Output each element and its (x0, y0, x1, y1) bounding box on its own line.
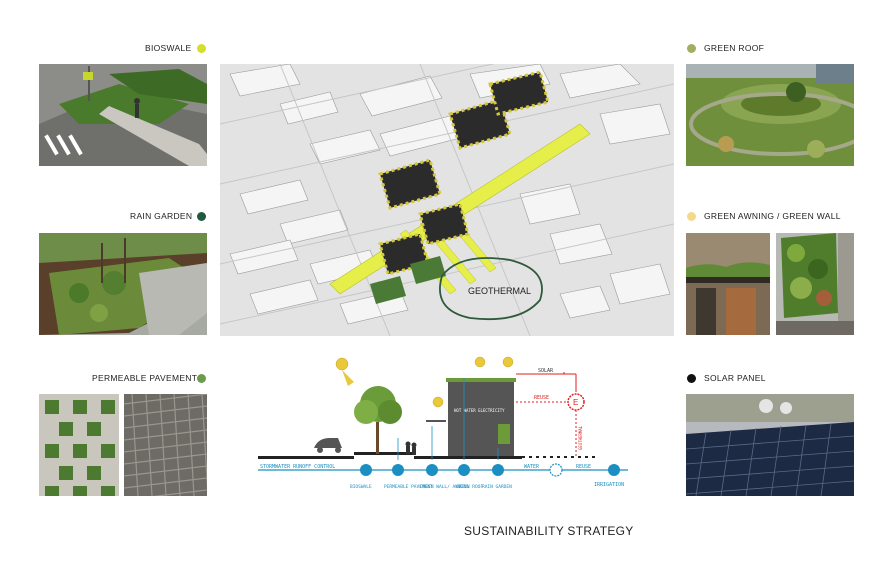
green-awning-dot (687, 212, 696, 221)
permeable-pavement-dot (197, 374, 206, 383)
solar-panel-label: SOLAR PANEL (704, 373, 766, 383)
step-rain-garden: RAIN GARDEN (482, 484, 512, 490)
bioswale-dot (197, 44, 206, 53)
step-permeable: PERMEABLE PAVEMENT (384, 484, 433, 490)
page-title: SUSTAINABILITY STRATEGY (464, 524, 634, 538)
building-text: HOT WATER ELECTRICITY (454, 408, 505, 413)
reuse-flow-label: REUSE (534, 395, 549, 401)
step-green-wall: GREEN WALL/ AWNING (420, 484, 469, 490)
green-roof-photo (686, 64, 854, 166)
energy-node: E (573, 398, 578, 407)
step-bioswale: BIOSWALE (350, 484, 372, 490)
reuse2-label: REUSE (576, 464, 591, 470)
green-wall-photo (776, 233, 854, 335)
solar-panel-dot (687, 374, 696, 383)
green-roof-dot (687, 44, 696, 53)
permeable-pavement-photo-pavers (124, 394, 207, 496)
green-roof-label: GREEN ROOF (704, 43, 765, 53)
rain-garden-photo (39, 233, 207, 335)
permeable-pavement-photo-grass (39, 394, 119, 496)
bioswale-label: BIOSWALE (145, 43, 192, 53)
geothermal-flow-label: GEOTHERMAL (578, 425, 583, 450)
water-label: WATER (524, 464, 540, 470)
permeable-pavement-label: PERMEABLE PAVEMENT (92, 373, 198, 383)
rain-garden-label: RAIN GARDEN (130, 211, 193, 221)
green-awning-label: GREEN AWNING / GREEN WALL (704, 211, 841, 221)
step-green-roof: GREEN ROOF (456, 484, 483, 490)
rain-garden-dot (197, 212, 206, 221)
solar-panel-photo (686, 394, 854, 496)
geothermal-map-label: GEOTHERMAL (468, 286, 531, 296)
solar-flow-label: SOLAR (538, 368, 554, 374)
axonometric-site-map: GEOTHERMAL (220, 64, 674, 336)
system-diagram: HOT WATER ELECTRICITY SOLAR E REUSE GEOT… (258, 352, 668, 498)
green-awning-photo (686, 233, 770, 335)
bioswale-photo (39, 64, 207, 166)
irrigation-label: IRRIGATION (594, 482, 624, 488)
runoff-label: STORMWATER RUNOFF CONTROL (260, 464, 335, 470)
